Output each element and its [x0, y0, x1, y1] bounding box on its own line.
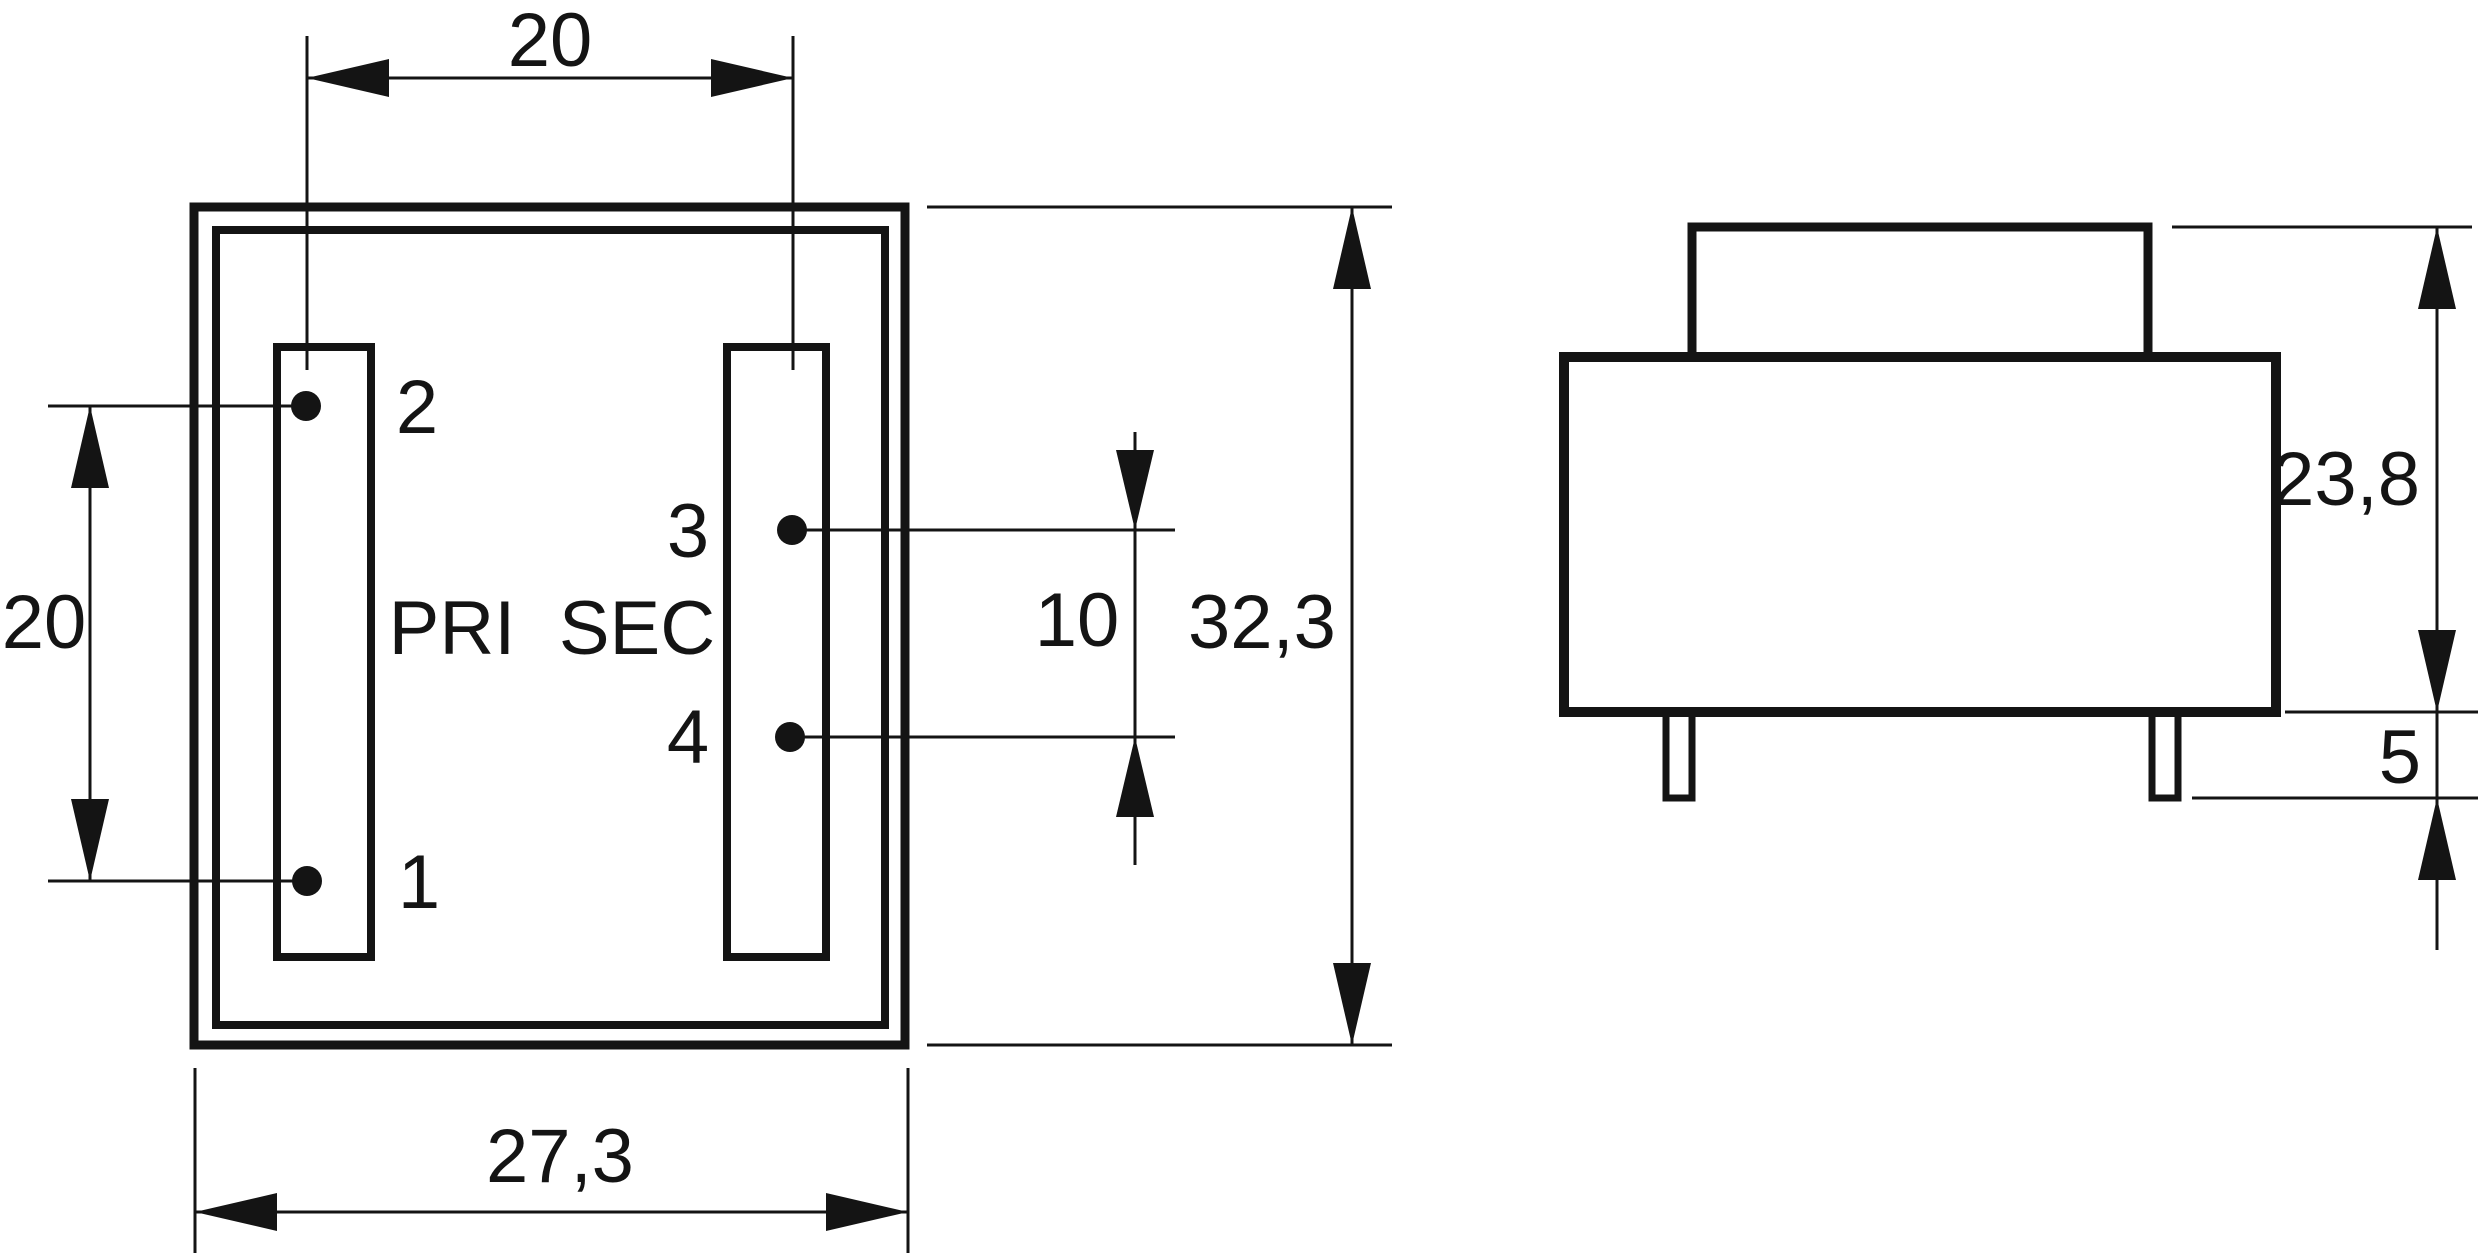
dim-top20-value: 20 — [508, 0, 593, 83]
dim-left20-arrow-down — [71, 799, 109, 881]
pin4-label: 4 — [667, 695, 709, 780]
side-top-cap — [1687, 222, 2153, 362]
side-right-pin — [2148, 708, 2182, 802]
secondary-pin-strip — [723, 343, 830, 961]
dim-left20-arrow-up — [71, 406, 109, 488]
dim-5-arrow-up — [2418, 798, 2456, 880]
dim-top20-arrow-left — [307, 59, 389, 97]
dim-323-arrow-down — [1333, 963, 1371, 1045]
dim-273-arrow-right — [826, 1193, 908, 1231]
top-view-dimensions: 20 20 10 32,3 27,3 — [2, 0, 1392, 1253]
dim-238-arrow-down — [2418, 630, 2456, 712]
pin3-dot — [777, 515, 807, 545]
dim-10-arrow-up — [1116, 737, 1154, 817]
dim-273-value: 27,3 — [486, 1114, 634, 1199]
dim-5-value: 5 — [2379, 715, 2421, 800]
top-view: 2 1 3 4 PRI SEC — [48, 202, 1175, 1050]
pin3-label: 3 — [667, 489, 709, 574]
dim-323-value: 32,3 — [1188, 580, 1336, 665]
pin1-label: 1 — [398, 840, 440, 925]
dim-273-arrow-left — [195, 1193, 277, 1231]
dim-10-value: 10 — [1035, 578, 1120, 663]
side-view-dimensions: 23,8 5 — [2172, 225, 2478, 950]
dim-238-value: 23,8 — [2272, 437, 2420, 522]
side-view — [1559, 222, 2281, 802]
dim-10-arrow-down — [1116, 450, 1154, 530]
case-outer-outline — [189, 202, 910, 1050]
side-body — [1559, 352, 2281, 717]
side-left-pin — [1662, 708, 1696, 802]
pin2-label: 2 — [396, 365, 438, 450]
dim-left20-value: 20 — [2, 580, 87, 665]
pin1-dot — [292, 866, 322, 896]
pin2-dot — [291, 391, 321, 421]
secondary-winding-label: SEC — [559, 586, 715, 671]
primary-winding-label: PRI — [389, 586, 516, 671]
case-inner-outline — [212, 226, 889, 1029]
pin4-dot — [775, 722, 805, 752]
primary-pin-strip — [273, 343, 375, 961]
dim-238-arrow-up — [2418, 227, 2456, 309]
dim-323-arrow-up — [1333, 207, 1371, 289]
dim-top20-arrow-right — [711, 59, 793, 97]
